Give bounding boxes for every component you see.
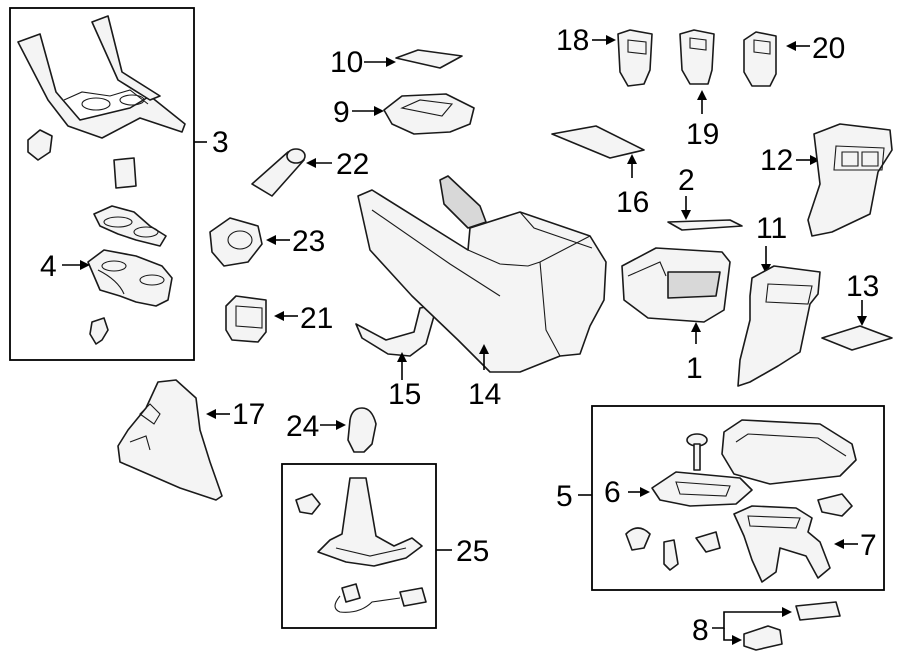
rear-vent-panel-12-drawing (807, 123, 893, 237)
bracket-15-drawing (355, 305, 435, 357)
console-body-14-drawing (357, 175, 607, 373)
storage-box-1-drawing (621, 247, 731, 323)
callout-5: 5 (556, 480, 573, 513)
group-box-5 (591, 405, 885, 591)
shift-boot-assembly-drawing (295, 477, 423, 567)
console-upper-bezel-drawing (17, 15, 186, 139)
pad-16-drawing (551, 125, 645, 159)
socket-23-drawing (209, 217, 263, 267)
callout-22: 22 (336, 148, 369, 181)
hinge-6-drawing (651, 471, 753, 507)
cap-8-drawing (743, 601, 841, 651)
callout-21: 21 (300, 302, 333, 335)
callout-3: 3 (212, 126, 229, 159)
clip-drawing (625, 493, 853, 571)
callout-17: 17 (232, 398, 265, 431)
armrest-lid-drawing (721, 419, 857, 485)
cup-holder-4-drawing (87, 249, 173, 307)
shift-knob-24-drawing (347, 407, 377, 453)
pad-13-drawing (821, 325, 893, 351)
power-outlet-22-drawing (251, 148, 306, 197)
cup-holder-insert-drawing (93, 205, 167, 247)
switch-18-drawing (617, 29, 653, 87)
mat-2-drawing (667, 219, 743, 231)
small-clip-drawing (27, 129, 137, 189)
callout-20: 20 (812, 32, 845, 65)
callout-24: 24 (286, 410, 319, 443)
callout-9: 9 (333, 96, 350, 129)
wire-harness-drawing (334, 583, 427, 613)
callout-23: 23 (292, 225, 325, 258)
callout-13: 13 (846, 270, 879, 303)
callout-10: 10 (330, 46, 363, 79)
switch-19-drawing (679, 29, 715, 85)
group-box-25 (281, 463, 437, 629)
callout-12: 12 (760, 144, 793, 177)
screw-drawing (89, 317, 109, 345)
callout-4: 4 (40, 250, 57, 283)
latch-7-drawing (733, 505, 831, 583)
bolt-drawing (686, 433, 708, 471)
callout-25: 25 (456, 535, 489, 568)
callout-7: 7 (860, 529, 877, 562)
group-box-3 (9, 7, 195, 361)
callout-15: 15 (388, 378, 421, 411)
callout-19: 19 (686, 118, 719, 151)
side-panel-17-drawing (117, 379, 223, 501)
callout-1: 1 (686, 352, 703, 385)
callout-16: 16 (616, 186, 649, 219)
tray-drawing (383, 93, 475, 135)
switch-21-drawing (225, 295, 267, 343)
callout-2: 2 (678, 164, 695, 197)
callout-6: 6 (604, 476, 621, 509)
callout-14: 14 (468, 378, 501, 411)
switch-20-drawing (743, 31, 777, 87)
rear-panel-11-drawing (737, 265, 821, 387)
callout-18: 18 (556, 24, 589, 57)
tray-mat-drawing (395, 49, 463, 69)
callout-8: 8 (692, 614, 709, 647)
callout-11: 11 (756, 212, 787, 245)
